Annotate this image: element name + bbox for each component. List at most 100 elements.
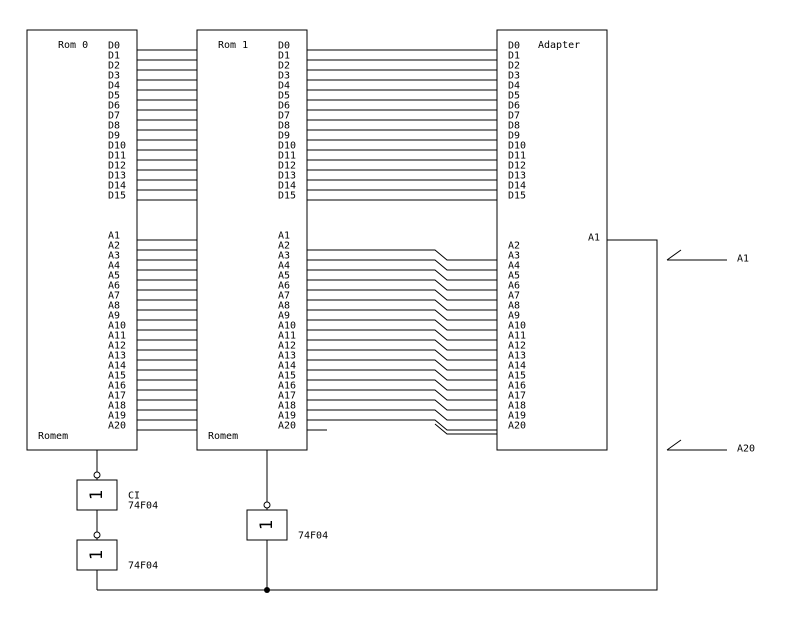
rom0-pin-label: A2 — [108, 241, 120, 252]
rom0-pin-label: A7 — [108, 291, 120, 302]
rom0-pin-label: D5 — [108, 91, 120, 102]
adapter-pin-label: A10 — [508, 321, 526, 332]
rom1-pin-label: A16 — [278, 381, 296, 392]
rom0-pin-label: D8 — [108, 121, 120, 132]
rom1-pin-label: D8 — [278, 121, 290, 132]
rom0-pin-label: D6 — [108, 101, 120, 112]
rom1-pin-label: D0 — [278, 41, 290, 52]
adapter-pin-label: A4 — [508, 261, 520, 272]
adapter-pin-label: A16 — [508, 381, 526, 392]
rom0-pin-label: A13 — [108, 351, 126, 362]
rom1-pin-label: A17 — [278, 391, 296, 402]
adapter-pin-label: D15 — [508, 191, 526, 202]
rom1-title: Rom 1 — [218, 40, 248, 51]
inverter-rom1-symbol: 1 — [257, 520, 277, 530]
a1-output-wire — [97, 239, 658, 591]
rom0-pin-label: A3 — [108, 251, 120, 262]
rom0-pin-label: D11 — [108, 151, 126, 162]
rom1-pin-label: D9 — [278, 131, 290, 142]
rom1-pin-label: A15 — [278, 371, 296, 382]
rom1-pin-label: A8 — [278, 301, 290, 312]
rom0-pin-label: A14 — [108, 361, 126, 372]
rom0-cs-bubble — [93, 471, 101, 479]
adapter-pin-label: A12 — [508, 341, 526, 352]
switch-a1-label: A1 — [737, 254, 749, 265]
rom1-pin-label: A2 — [278, 241, 290, 252]
rom0-pin-label: A16 — [108, 381, 126, 392]
rom0-pin-label: A4 — [108, 261, 120, 272]
switch-a20-lever — [666, 439, 682, 451]
rom1-pin-label: A6 — [278, 281, 290, 292]
rom0-pin-label: A15 — [108, 371, 126, 382]
address-shift-wire — [307, 389, 497, 401]
adapter-pin-label: A20 — [508, 421, 526, 432]
rom0-pin-label: D14 — [108, 181, 126, 192]
address-shift-wire — [434, 423, 497, 435]
rom0-pin-label: A5 — [108, 271, 120, 282]
adapter-pin-label: A19 — [508, 411, 526, 422]
adapter-pin-label: D9 — [508, 131, 520, 142]
inverter-ci-part: 74F04 — [128, 501, 158, 512]
rom1-pin-label: A13 — [278, 351, 296, 362]
rom0-pin-label: A1 — [108, 231, 120, 242]
adapter-pin-label: D11 — [508, 151, 526, 162]
rom1-pin-label: D4 — [278, 81, 290, 92]
rom1-pin-label: D13 — [278, 171, 296, 182]
switch-a20-label: A20 — [737, 444, 755, 455]
rom1-pin-label: A20 — [278, 421, 296, 432]
adapter-pin-label: D10 — [508, 141, 526, 152]
address-shift-wire — [307, 319, 497, 331]
adapter-pin-label: A17 — [508, 391, 526, 402]
rom0-pin-label: D10 — [108, 141, 126, 152]
rom0-pin-label: A9 — [108, 311, 120, 322]
rom1-pin-label: A10 — [278, 321, 296, 332]
rom1-pin-label: D7 — [278, 111, 290, 122]
adapter-pin-label: A5 — [508, 271, 520, 282]
rom0-pin-label: D7 — [108, 111, 120, 122]
inverter-rom1-part: 74F04 — [298, 531, 328, 542]
inverter-2-symbol: 1 — [87, 550, 107, 560]
rom0-pin-label: A8 — [108, 301, 120, 312]
adapter-pin-label: D6 — [508, 101, 520, 112]
address-shift-wire — [307, 419, 497, 431]
rom1-pin-label: A18 — [278, 401, 296, 412]
rom0-pin-label: D15 — [108, 191, 126, 202]
rom1-pin-label: D10 — [278, 141, 296, 152]
adapter-pin-label: D12 — [508, 161, 526, 172]
rom1-pin-label: A12 — [278, 341, 296, 352]
rom0-footer: Romem — [38, 431, 68, 442]
address-shift-wire — [307, 289, 497, 301]
adapter-pin-label: D7 — [508, 111, 520, 122]
adapter-pin-label: A15 — [508, 371, 526, 382]
rom0-pin-label: D9 — [108, 131, 120, 142]
rom0-title: Rom 0 — [58, 40, 88, 51]
address-shift-wire — [307, 259, 497, 271]
address-shift-wire — [307, 369, 497, 381]
rom1-pin-label: D2 — [278, 61, 290, 72]
adapter-pin-label: A3 — [508, 251, 520, 262]
adapter-pin-label: A7 — [508, 291, 520, 302]
rom1-pin-label: A14 — [278, 361, 296, 372]
adapter-pin-label: A2 — [508, 241, 520, 252]
address-shift-wire — [307, 409, 497, 421]
adapter-pin-labels: D0D1D2D3D4D5D6D7D8D9D10D11D12D13D14D15A2… — [508, 41, 526, 432]
adapter-pin-label: A14 — [508, 361, 526, 372]
adapter-pin-label: A8 — [508, 301, 520, 312]
adapter-pin-label: A9 — [508, 311, 520, 322]
rom0-pin-label: A18 — [108, 401, 126, 412]
rom0-pin-labels: D0D1D2D3D4D5D6D7D8D9D10D11D12D13D14D15A1… — [108, 41, 126, 432]
rom1-footer: Romem — [208, 431, 238, 442]
rom1-pin-label: D15 — [278, 191, 296, 202]
rom1-pin-label: D12 — [278, 161, 296, 172]
address-shift-wire — [307, 349, 497, 361]
bus-wires — [137, 49, 497, 435]
adapter-pin-label: A13 — [508, 351, 526, 362]
rom0-pin-label: A11 — [108, 331, 126, 342]
rom1-pin-label: A5 — [278, 271, 290, 282]
address-shift-wire — [307, 329, 497, 341]
adapter-pin-label: D0 — [508, 41, 520, 52]
address-shift-wire — [307, 279, 497, 291]
rom1-pin-label: A11 — [278, 331, 296, 342]
address-shift-wire — [307, 359, 497, 371]
